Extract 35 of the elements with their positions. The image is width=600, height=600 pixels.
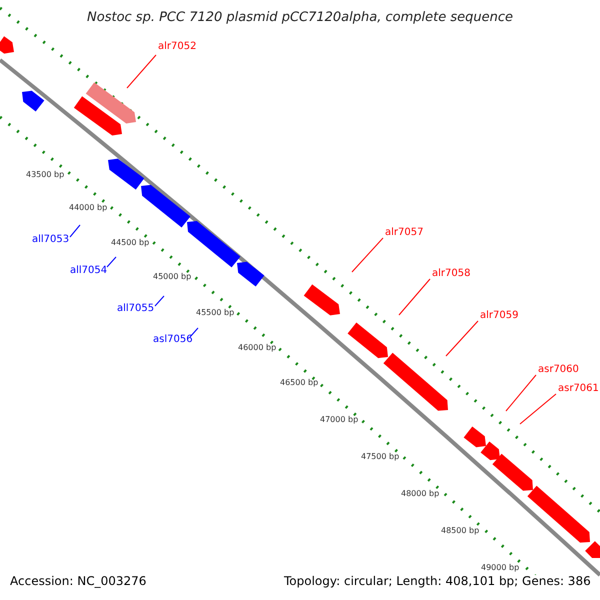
leader-line <box>126 54 156 88</box>
leader-line <box>190 328 198 338</box>
gene-label: asl7056 <box>153 335 193 345</box>
position-label: 46500 bp <box>280 379 318 387</box>
leader-line <box>106 256 116 268</box>
leader-line <box>70 224 80 238</box>
leader-line <box>398 278 430 316</box>
position-label: 45000 bp <box>153 273 192 281</box>
position-label: 44500 bp <box>111 239 150 247</box>
gene-label: all7053 <box>32 235 70 245</box>
position-label: 43500 bp <box>26 171 64 179</box>
position-label: 48500 bp <box>441 527 480 535</box>
position-label: 47000 bp <box>320 416 358 424</box>
leader-line <box>520 394 556 424</box>
leader-line <box>446 320 478 356</box>
title: Nostoc sp. PCC 7120 plasmid pCC7120alpha, complete sequence <box>86 10 514 25</box>
gene-label: asr7061 <box>558 384 599 394</box>
footer-text: Accession: NC_003276 <box>10 575 146 587</box>
position-label: 45500 bp <box>196 309 234 317</box>
gene-label: alr7059 <box>480 311 518 321</box>
position-label: 47500 bp <box>361 453 400 461</box>
position-label: 46000 bp <box>238 344 276 352</box>
gene-label: asr7060 <box>538 365 579 375</box>
position-label: 48000 bp <box>401 490 440 498</box>
position-label: 44000 bp <box>69 204 108 212</box>
gene-label: alr7057 <box>385 228 424 238</box>
footer-text: Topology: circular; Length: 408,101 bp; Genes: 386 <box>284 575 591 587</box>
gene-label: all7055 <box>117 304 154 314</box>
gene-label: alr7052 <box>158 42 196 52</box>
gene-label: all7054 <box>70 266 108 276</box>
leader-line <box>352 238 384 272</box>
position-label: 49000 bp <box>481 564 520 572</box>
leader-line <box>154 296 164 306</box>
leader-line <box>506 374 536 412</box>
gene-label: alr7058 <box>432 269 470 279</box>
